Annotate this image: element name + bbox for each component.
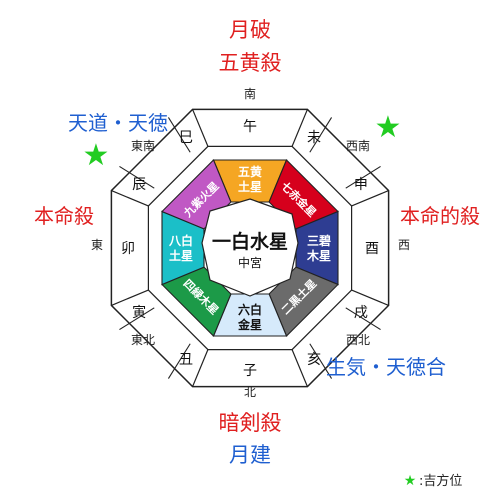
zodiac-ne: 子 (243, 363, 257, 379)
zodiac-i: 亥 (307, 352, 321, 368)
sector-divider (291, 109, 308, 147)
legend-star-icon: ★ (404, 473, 417, 489)
direction-south: 南 (244, 86, 256, 101)
zodiac-tora: 寅 (132, 304, 146, 321)
direction-southeast: 東南 (131, 138, 155, 153)
sector-divider (111, 190, 149, 207)
zodiac-divider (309, 117, 333, 153)
zodiac-divider (167, 343, 191, 379)
zodiac-saru: 申 (354, 177, 368, 193)
zodiac-hitsuji: 未 (307, 130, 321, 146)
legend-text: :吉方位 (419, 473, 462, 489)
zodiac-divider (345, 307, 381, 331)
zodiac-uma: 午 (243, 119, 257, 135)
zodiac-u: 卯 (121, 241, 135, 257)
star-label-east: 八白 (168, 233, 193, 248)
sector-divider (351, 289, 389, 306)
star-ring: 五黄土星七赤金星三碧木星二黒土星六白金星四緑木星八白土星九紫火星 (161, 159, 339, 337)
direction-east: 東 (91, 238, 103, 252)
lucky-star-icon-southwest: ★ (375, 110, 402, 145)
zodiac-divider (119, 165, 155, 189)
star-label-west: 木星 (306, 248, 331, 263)
sector-divider (111, 289, 149, 306)
sector-divider (192, 349, 209, 387)
center-star-label: 一白水星 (212, 230, 288, 253)
star-label-north: 金星 (237, 317, 262, 332)
zodiac-tatsu: 辰 (132, 177, 146, 193)
bottom-label-ankensatsu: 暗剣殺 (219, 411, 282, 435)
sector-divider (291, 349, 308, 387)
center-octagon (201, 198, 299, 297)
direction-northwest: 西北 (346, 333, 370, 347)
zodiac-mi: 巳 (179, 130, 193, 146)
upper-left-label-tendo-tentoku: 天道・天徳 (68, 111, 168, 135)
direction-west: 西 (398, 238, 410, 252)
zodiac-tori: 酉 (365, 241, 379, 257)
star-label-north: 六白 (238, 302, 262, 317)
sector-divider (351, 190, 389, 207)
star-label-south: 土星 (238, 179, 262, 194)
zodiac-ushi: 丑 (179, 352, 193, 368)
direction-northeast: 東北 (131, 333, 155, 347)
left-label-honmeisatsu: 本命殺 (34, 204, 94, 228)
zodiac-divider (345, 165, 381, 189)
lower-right-label-shouki-tentokugou: 生気・天徳合 (326, 355, 446, 379)
middle-octagon (147, 145, 353, 351)
zodiac-divider (167, 117, 191, 153)
star-label-south: 五黄 (238, 164, 262, 179)
direction-north: 北 (244, 385, 256, 399)
lucky-star-icon-southeast: ★ (83, 138, 110, 173)
legend: ★ :吉方位 (404, 473, 463, 489)
bottom-label-gekken: 月建 (229, 443, 271, 467)
zodiac-divider (119, 307, 155, 331)
top-label-getsuha: 月破 (229, 18, 271, 42)
star-label-west: 三碧 (307, 233, 331, 248)
center-palace-label: 中宮 (238, 255, 262, 270)
zodiac-inu: 戌 (354, 305, 368, 321)
right-label-honmeitekisatsu: 本命的殺 (400, 204, 480, 228)
zodiac-divider (309, 343, 333, 379)
star-label-east: 土星 (169, 248, 193, 263)
center-palace: 一白水星 中宮 (201, 198, 299, 297)
top-label-gooosatsu: 五黄殺 (219, 51, 282, 75)
sector-divider (192, 109, 209, 147)
direction-southwest: 西南 (346, 138, 370, 153)
